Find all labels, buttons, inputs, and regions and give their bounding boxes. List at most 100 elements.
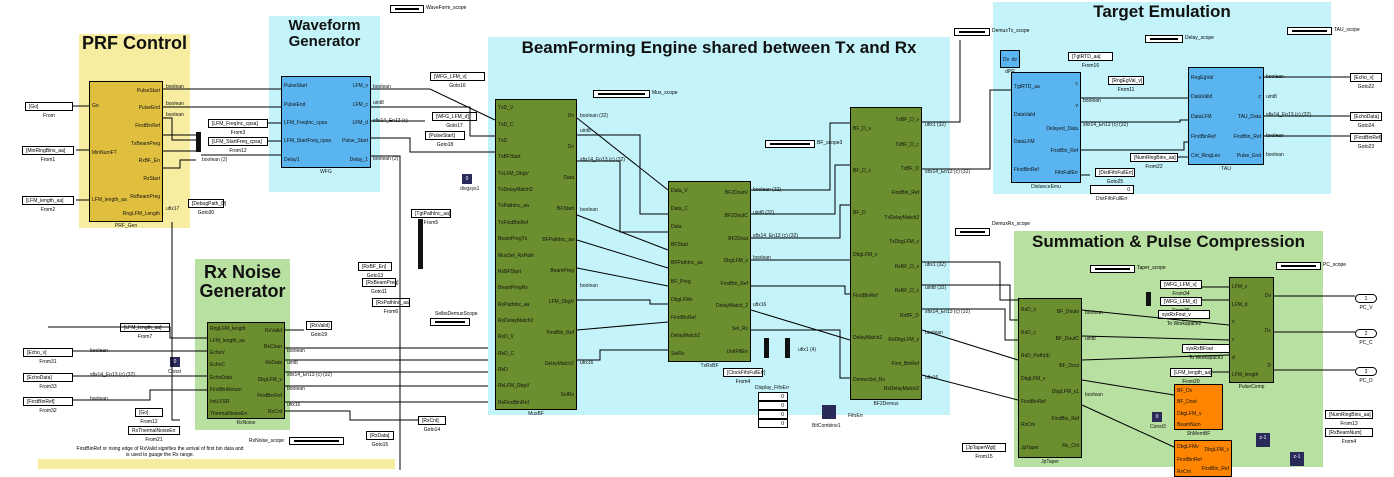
region-title: Summation & Pulse Compression bbox=[1032, 232, 1305, 251]
wire bbox=[576, 267, 669, 287]
wire bbox=[576, 214, 669, 251]
mux-block[interactable] bbox=[764, 338, 769, 358]
goto-tag[interactable]: [RxBF_En]Goto13 bbox=[358, 262, 392, 279]
mux-block[interactable] bbox=[1146, 292, 1151, 306]
scope-label: SelbsDemuxScope bbox=[435, 311, 478, 317]
scope[interactable] bbox=[289, 437, 344, 445]
signal-label: sfix14_En13 (c) (32) bbox=[925, 309, 971, 315]
scope[interactable] bbox=[1090, 265, 1135, 273]
scope[interactable] bbox=[430, 318, 470, 326]
from-tag[interactable]: [TgtRTD_aa]From16 bbox=[1068, 52, 1113, 69]
input-port: RxD_C bbox=[498, 350, 515, 357]
scope[interactable] bbox=[1287, 27, 1332, 35]
input-port: RxCnt bbox=[1021, 421, 1035, 428]
from-tag[interactable]: [RngEgVal_v]From11 bbox=[1108, 76, 1144, 93]
scope[interactable] bbox=[593, 90, 650, 98]
from-tag[interactable]: [TgtPathInc_aa]From5 bbox=[411, 209, 451, 226]
input-port: BF_D_v bbox=[853, 125, 872, 132]
scope[interactable] bbox=[390, 5, 424, 13]
output-port: FirstBin_Ref bbox=[1051, 416, 1079, 422]
bitcombine-block[interactable] bbox=[822, 405, 836, 419]
from-tag[interactable]: [RxBeamNum]From4 bbox=[1325, 428, 1373, 445]
scope[interactable] bbox=[1145, 35, 1183, 43]
from-tag[interactable]: [Go]From bbox=[25, 102, 73, 119]
scope[interactable] bbox=[954, 28, 990, 36]
goto-tag[interactable]: [RxValid]Goto19 bbox=[306, 321, 332, 338]
input-port: TxLFM_DbgV bbox=[498, 170, 529, 177]
input-port: DataValid bbox=[1191, 94, 1213, 101]
goto-tag[interactable]: [PulseStart]Goto18 bbox=[425, 131, 465, 148]
mux-block[interactable] bbox=[196, 132, 201, 152]
input-port: RxLFM_DbgV bbox=[498, 383, 530, 390]
input-port: Dv bbox=[1003, 57, 1010, 63]
from-tag[interactable]: [MinRingBins_aa]From1 bbox=[22, 146, 74, 163]
output-port: DbgLFM_v1 bbox=[1051, 389, 1079, 396]
from-tag[interactable]: [NumRingBins_aa]From22 bbox=[1130, 153, 1178, 170]
constant-block[interactable]: 0 bbox=[462, 174, 472, 184]
goto-tag[interactable]: [WFG_LFM_d]Goto17 bbox=[432, 112, 477, 129]
from-tag[interactable]: [Go]From12 bbox=[135, 408, 163, 425]
goto-tag[interactable]: [Echo_v]Goto22 bbox=[1350, 73, 1382, 90]
goto-tag[interactable]: [WFG_LFM_v]Goto16 bbox=[430, 72, 485, 89]
from-tag[interactable]: [EchoData]From33 bbox=[23, 373, 73, 390]
from-tag[interactable]: [LFM_length_aa]From20 bbox=[1170, 368, 1212, 385]
output-port: dv bbox=[1011, 57, 1017, 63]
scope[interactable] bbox=[765, 140, 815, 148]
from-tag[interactable]: [RxPathInc_aa]From6 bbox=[372, 298, 410, 315]
goto-tag[interactable]: [DistFifoFullErr]Goto25 bbox=[1095, 168, 1135, 185]
from-tag[interactable]: [ClockFifoFullErr]From4 bbox=[723, 368, 765, 385]
from-tag[interactable]: [WFG_LFM_v]From34 bbox=[1160, 280, 1202, 297]
mux-block[interactable] bbox=[418, 219, 423, 269]
from-tag[interactable]: [NumRingBins_aa]From13 bbox=[1325, 410, 1373, 427]
tag-text: [RngEgVal_v] bbox=[1112, 78, 1143, 84]
unit-delay-block[interactable]: z-1 bbox=[1290, 452, 1304, 466]
goto-tag[interactable]: [RxData]Goto15 bbox=[366, 431, 394, 448]
input-port: DbgLFMv bbox=[1177, 444, 1199, 451]
input-port: JpTaper bbox=[1021, 444, 1039, 451]
output-port: Pulse_Start bbox=[342, 138, 368, 145]
signal-label: boolean bbox=[166, 101, 184, 107]
goto-tag[interactable]: [RxCnt]Goto14 bbox=[418, 416, 446, 433]
from-tag[interactable]: [Echo_v]From31 bbox=[23, 348, 73, 365]
goto-tag[interactable]: [EchoData]Goto24 bbox=[1350, 112, 1382, 129]
output-port: DelayMatch_2 bbox=[716, 303, 748, 310]
constant-block[interactable]: 0 bbox=[1152, 412, 1162, 422]
output-port: TxDbgLFM_v bbox=[888, 239, 919, 246]
unit-delay-block[interactable]: z-1 bbox=[1256, 433, 1270, 447]
goto-tag[interactable]: [DebugPath_D]Goto30 bbox=[188, 199, 226, 216]
scope[interactable] bbox=[955, 228, 990, 236]
goto-tag[interactable]: [RxBeamPreg]Goto11 bbox=[362, 278, 399, 295]
tag-text: [EchoData] bbox=[1354, 114, 1379, 120]
from-tag[interactable]: [LFM_StartFreq_cpsa]From12 bbox=[208, 137, 268, 154]
output-port: RxDelayMatch2 bbox=[883, 385, 919, 392]
from-tag[interactable]: [FirstBinRef]From32 bbox=[23, 397, 73, 414]
scope[interactable] bbox=[1276, 262, 1321, 270]
mux-block[interactable] bbox=[785, 338, 790, 358]
goto-tag[interactable]: [FirstBinRef]Goto23 bbox=[1350, 133, 1382, 150]
constant-block[interactable]: 0 bbox=[170, 357, 180, 367]
from-tag[interactable]: [JpTaperWgt]From15 bbox=[962, 443, 1006, 460]
from-tag[interactable]: [LFM_length_aa]From2 bbox=[22, 196, 74, 213]
from-tag[interactable]: [LFM_FreqInc_cpsa]From3 bbox=[208, 119, 268, 136]
input-port: TxD_C bbox=[498, 121, 514, 128]
signal-label: ufix1 (32) bbox=[925, 122, 946, 128]
